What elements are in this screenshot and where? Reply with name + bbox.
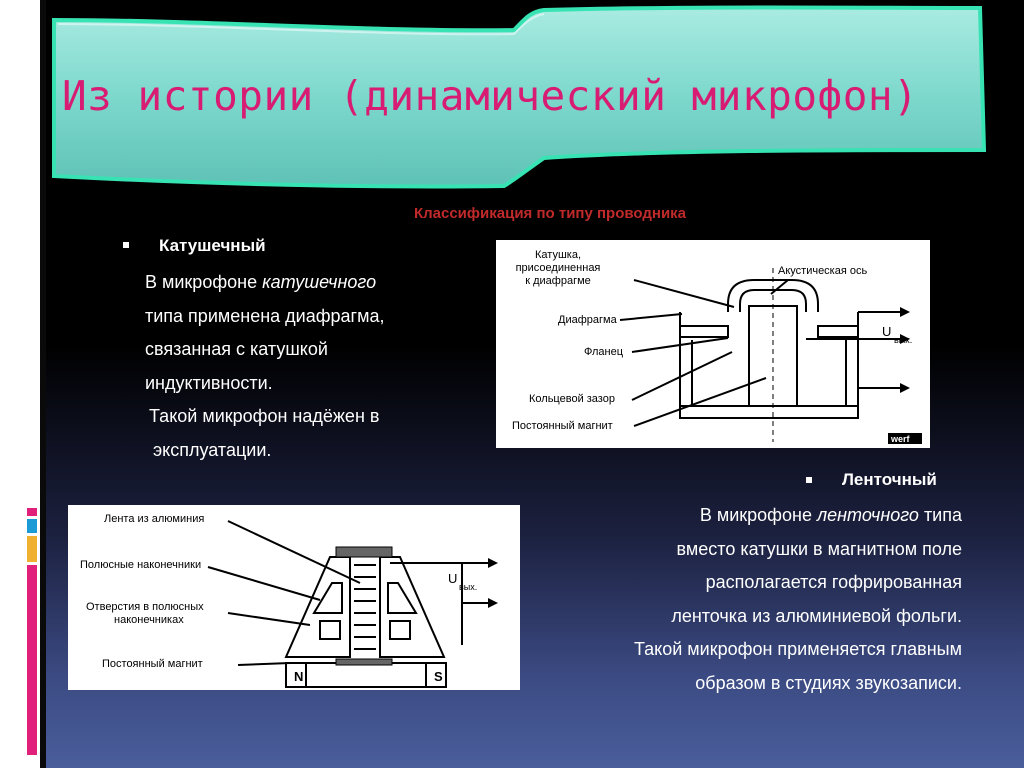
coil-line-4: индуктивности. [145,372,273,393]
label-flange: Фланец [584,346,624,358]
ribbon-line-1-suffix: типа [918,505,962,525]
label-pole-holes-1: Отверстия в полюсных [86,601,204,613]
coil-line-5: Такой микрофон надёжен в [149,406,380,426]
ribbon-description: В микрофоне ленточного типа вместо катуш… [522,499,962,700]
coil-line-6: эксплуатации. [153,439,272,460]
slide-title: Из истории (динамический микрофон) [62,72,919,120]
ribbon-line-1-prefix: В микрофоне [699,505,817,525]
label-u-out-2-sub: вых. [459,582,477,592]
label-pole-pieces: Полюсные наконечники [80,559,201,571]
title-banner [52,5,987,189]
label-coil-2: присоединенная [516,262,601,274]
watermark: werf [890,434,911,444]
label-acoustic-axis: Акустическая ось [778,265,867,277]
ribbon-line-3: располагается гофрированная [705,572,962,592]
ribbon-line-5: Такой микрофон применяется главным [633,639,962,659]
label-permanent-magnet: Постоянный магнит [512,420,613,432]
ribbon-microphone-diagram: Лента из алюминия Полюсные наконечники О… [68,505,520,690]
decorative-color-bars [27,508,37,758]
label-aluminum-ribbon: Лента из алюминия [104,513,204,525]
label-coil-1: Катушка, [535,249,581,261]
ribbon-heading: Ленточный [842,470,937,489]
ribbon-line-4: ленточка из алюминиевой фольги. [671,605,962,626]
bullet-marker-ribbon [806,477,812,483]
coil-heading: Катушечный [159,236,266,255]
ribbon-line-1-italic: ленточного [816,505,919,525]
coil-line-1: В микрофоне катушечного [145,266,465,300]
ribbon-line-6: образом в студиях звукозаписи. [695,672,962,693]
label-annular-gap: Кольцевой зазор [529,393,615,405]
left-divider [40,0,46,768]
label-s: S [434,669,443,684]
ribbon-line-2: вместо катушки в магнитном поле [676,538,962,559]
bullet-marker-coil [123,242,129,248]
coil-microphone-diagram: Катушка, присоединенная к диафрагме Акус… [496,240,930,448]
coil-line-3: связанная с катушкой [145,339,328,359]
ribbon-line-1: В микрофоне ленточного типа [522,499,962,533]
label-u-out-2: U [448,571,457,586]
coil-description: В микрофоне катушечного типа применена д… [145,266,465,467]
coil-line-1-italic: катушечного [262,272,377,292]
coil-line-1-prefix: В микрофоне [145,272,263,292]
label-pole-holes-2: наконечниках [114,614,184,626]
label-u-out: U [882,324,891,339]
label-coil-3: к диафрагме [525,275,591,287]
label-n: N [294,669,303,684]
label-permanent-magnet-2: Постоянный магнит [102,658,203,670]
label-u-out-sub: вых. [894,335,912,345]
slide-subtitle: Классификация по типу проводника [413,205,687,222]
label-diaphragm: Диафрагма [558,314,618,326]
coil-line-2: типа применена диафрагма, [145,305,385,326]
